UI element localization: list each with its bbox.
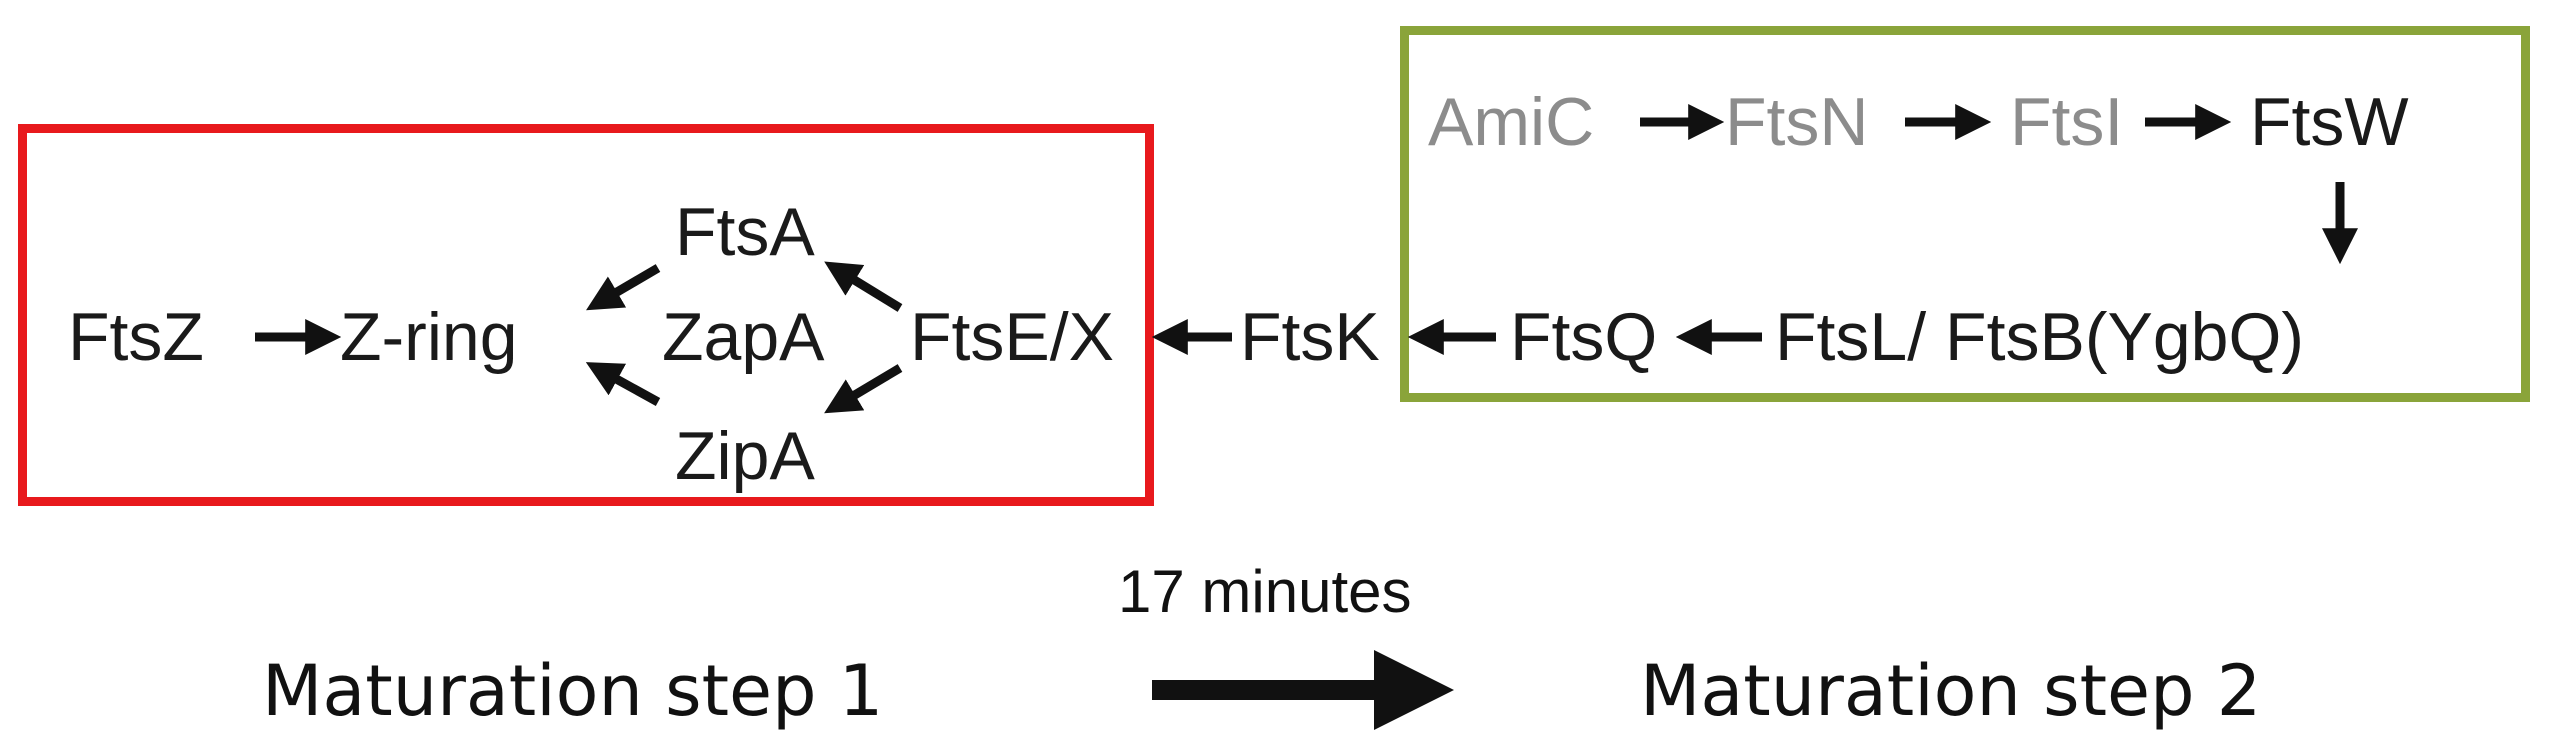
label-amic: AmiC: [1428, 84, 1595, 160]
label-zipa: ZipA: [675, 418, 815, 494]
arrow-ftsex-to-zipa: [824, 364, 903, 414]
label-ftsw: FtsW: [2250, 84, 2409, 160]
arrow-zipa-to-zring: [585, 362, 661, 406]
arrow-ftsa-to-zring: [586, 264, 661, 311]
arrow-ftsex-to-ftsa: [824, 261, 903, 312]
timeline-step2-label: Maturation step 2: [1640, 650, 2262, 732]
label-ftsq: FtsQ: [1510, 299, 1658, 375]
label-ftsi: FtsI: [2010, 84, 2124, 160]
maturation-step2-box: [1400, 26, 2530, 402]
label-ftsa: FtsA: [675, 194, 815, 270]
label-z-ring: Z-ring: [340, 299, 518, 375]
label-ftsex: FtsE/X: [910, 299, 1115, 375]
timeline-duration: 17 minutes: [1118, 558, 1412, 625]
label-zapa: ZapA: [662, 299, 825, 375]
maturation-step1-box: [18, 124, 1154, 506]
label-ftsk: FtsK: [1240, 299, 1380, 375]
label-ftsn: FtsN: [1725, 84, 1869, 160]
label-ftsz: FtsZ: [68, 299, 204, 375]
label-ftsl-ftsb: FtsL/ FtsB(YgbQ): [1775, 299, 2304, 375]
timeline-step1-label: Maturation step 1: [262, 650, 884, 732]
